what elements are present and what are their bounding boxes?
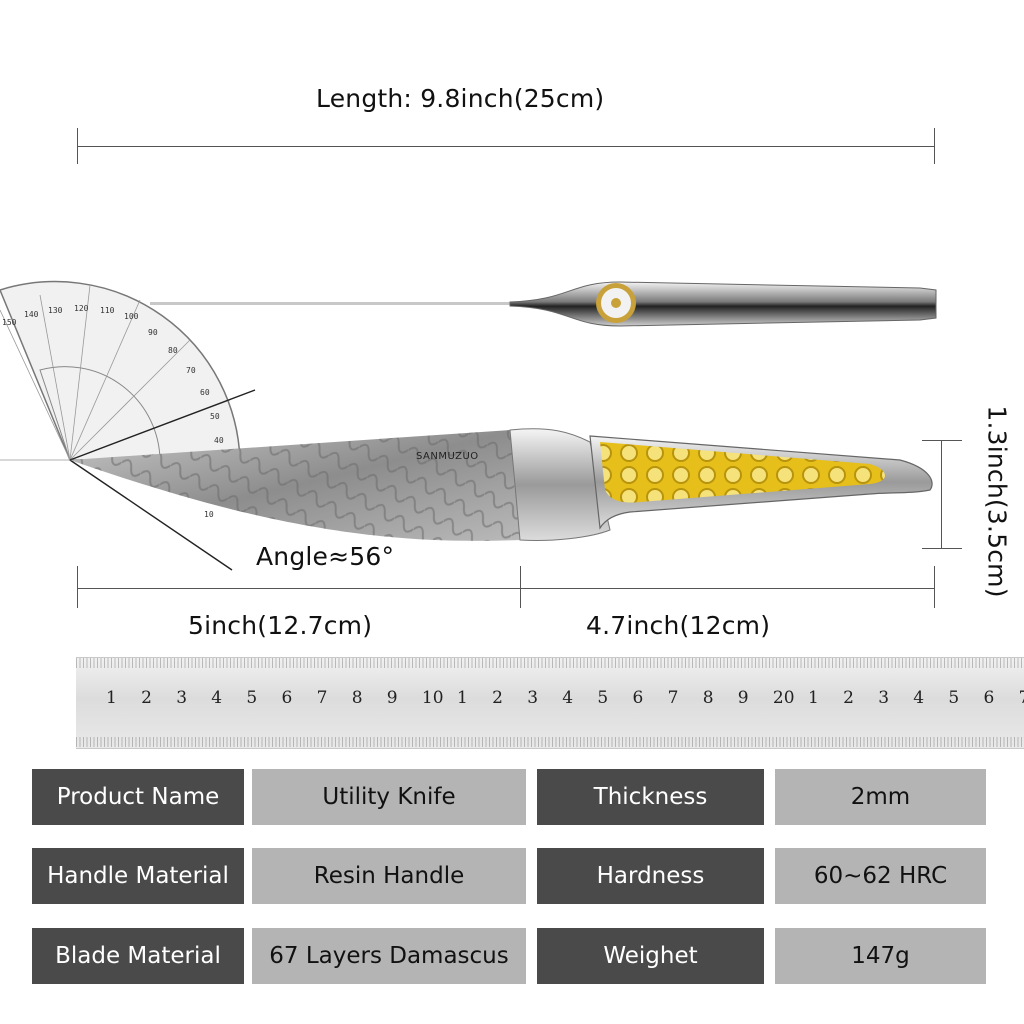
ruler-number: 9 — [386, 688, 398, 708]
spec-value-handle-material: Resin Handle — [252, 848, 526, 904]
blade-tick-left — [77, 566, 78, 608]
ruler-number: 1 — [106, 688, 117, 708]
spec-value-hardness: 60~62 HRC — [775, 848, 986, 904]
ruler-number: 7 — [667, 688, 679, 708]
height-dimension-line — [941, 440, 942, 548]
ruler-number: 20 — [772, 688, 795, 708]
ruler-ticks-top — [76, 658, 1024, 668]
ruler-number: 5 — [597, 688, 609, 708]
spec-label-blade-material: Blade Material — [32, 928, 244, 984]
ruler-number: 9 — [737, 688, 749, 708]
ruler-number: 2 — [492, 688, 503, 708]
length-tick-right — [934, 128, 935, 164]
ruler-number: 10 — [421, 688, 444, 708]
ruler-number: 1 — [808, 688, 819, 708]
spec-value-weight: 147g — [775, 928, 986, 984]
ruler-number: 1 — [457, 688, 468, 708]
ruler-number: 3 — [176, 688, 188, 708]
spec-label-product-name: Product Name — [32, 769, 244, 825]
blade-handle-tick-mid — [520, 566, 521, 608]
angle-label: Angle≈56° — [256, 542, 395, 571]
ruler-number: 3 — [527, 688, 539, 708]
spec-label-weight: Weighet — [537, 928, 764, 984]
ruler-number: 6 — [281, 688, 293, 708]
height-tick-bottom — [922, 548, 962, 549]
spec-value-product-name: Utility Knife — [252, 769, 526, 825]
ruler-number: 8 — [351, 688, 363, 708]
spec-value-thickness: 2mm — [775, 769, 986, 825]
ruler-number: 6 — [632, 688, 644, 708]
handle-length-label: 4.7inch(12cm) — [586, 611, 771, 640]
ruler-number: 7 — [1019, 688, 1024, 708]
ruler-number: 5 — [948, 688, 960, 708]
length-label: Length: 9.8inch(25cm) — [316, 84, 605, 113]
height-tick-top — [922, 440, 962, 441]
length-tick-left — [77, 128, 78, 164]
knife-side-view — [70, 428, 933, 541]
spec-label-thickness: Thickness — [537, 769, 764, 825]
ruler-number: 2 — [141, 688, 152, 708]
spec-value-blade-material: 67 Layers Damascus — [252, 928, 526, 984]
knife-top-view — [150, 281, 937, 327]
ruler-number: 4 — [211, 688, 223, 708]
spec-label-hardness: Hardness — [537, 848, 764, 904]
ruler-number: 4 — [562, 688, 574, 708]
blade-length-label: 5inch(12.7cm) — [188, 611, 373, 640]
spec-label-handle-material: Handle Material — [32, 848, 244, 904]
ruler-ticks-bottom — [76, 737, 1024, 747]
height-label: 1.3inch(3.5cm) — [982, 405, 1012, 598]
length-dimension-line — [77, 146, 935, 147]
ruler-number: 5 — [246, 688, 258, 708]
ruler-number: 8 — [702, 688, 714, 708]
ruler: 1 2 3 4 5 6 7 8 9 10 1 2 3 4 5 6 7 8 9 20 1 2 3 4 5 6 7 — [76, 657, 1024, 749]
handle-tick-right — [934, 566, 935, 608]
ruler-number: 3 — [878, 688, 890, 708]
ruler-number: 6 — [983, 688, 995, 708]
ruler-number: 4 — [913, 688, 925, 708]
brand-logo-text: SANMUZUO — [416, 451, 479, 462]
blade-handle-dimension-line — [77, 588, 935, 589]
ruler-number: 7 — [316, 688, 328, 708]
ruler-number: 2 — [843, 688, 854, 708]
